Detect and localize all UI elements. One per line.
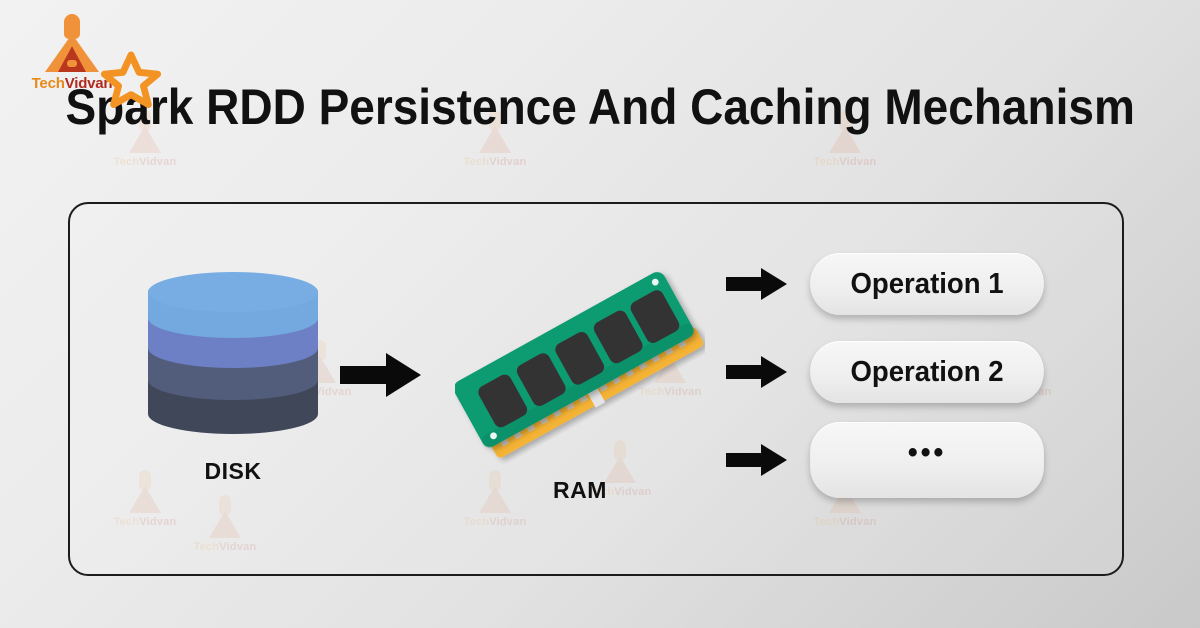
arrow-right-icon-disk-to-ram [340, 353, 421, 397]
ram-group: RAM [453, 258, 705, 504]
page-title: Spark RDD Persistence And Caching Mechan… [65, 79, 1135, 135]
operation-more-label: ••• [907, 436, 947, 469]
memory-module-icon [453, 258, 705, 473]
logo-word-vidvan: Vidvan [64, 75, 113, 92]
arrow-right-icon-op-3 [726, 444, 787, 476]
operation-row: Operation 1 [726, 240, 1050, 328]
operation-more-button[interactable]: ••• [810, 422, 1044, 498]
meditating-figure-icon [45, 14, 99, 72]
operations-list: Operation 1 Operation 2 ••• [726, 240, 1050, 504]
star-icon [100, 51, 162, 108]
operation-2-button[interactable]: Operation 2 [810, 341, 1044, 403]
watermark-text: TechVidvan [463, 156, 527, 168]
ram-svg [453, 272, 704, 458]
title-container: Spark RDD Persistence And Caching Mechan… [0, 51, 1200, 136]
logo-notch-shape [67, 60, 77, 67]
operation-row: ••• [726, 416, 1050, 504]
logo-word-tech: Tech [31, 75, 65, 92]
operation-2-label: Operation 2 [850, 355, 1004, 388]
arrow-right-icon-op-1 [726, 268, 787, 300]
operation-1-label: Operation 1 [850, 267, 1004, 300]
disk-group: DISK [138, 272, 328, 485]
ram-label: RAM [553, 477, 607, 503]
arrow-right-icon-op-2 [726, 356, 787, 388]
database-cylinder-icon [148, 272, 318, 442]
logo-head-shape [64, 14, 80, 39]
watermark-text: TechVidvan [113, 156, 177, 168]
disk-top-ellipse [148, 272, 318, 312]
disk-label: DISK [204, 458, 262, 484]
disk-bottom-ellipse [148, 394, 318, 434]
operation-1-button[interactable]: Operation 1 [810, 253, 1044, 315]
techvidvan-logo: TechVidvan [18, 14, 126, 92]
watermark-text: TechVidvan [813, 156, 877, 168]
logo-wordmark: TechVidvan [18, 75, 126, 92]
operation-row: Operation 2 [726, 328, 1050, 416]
